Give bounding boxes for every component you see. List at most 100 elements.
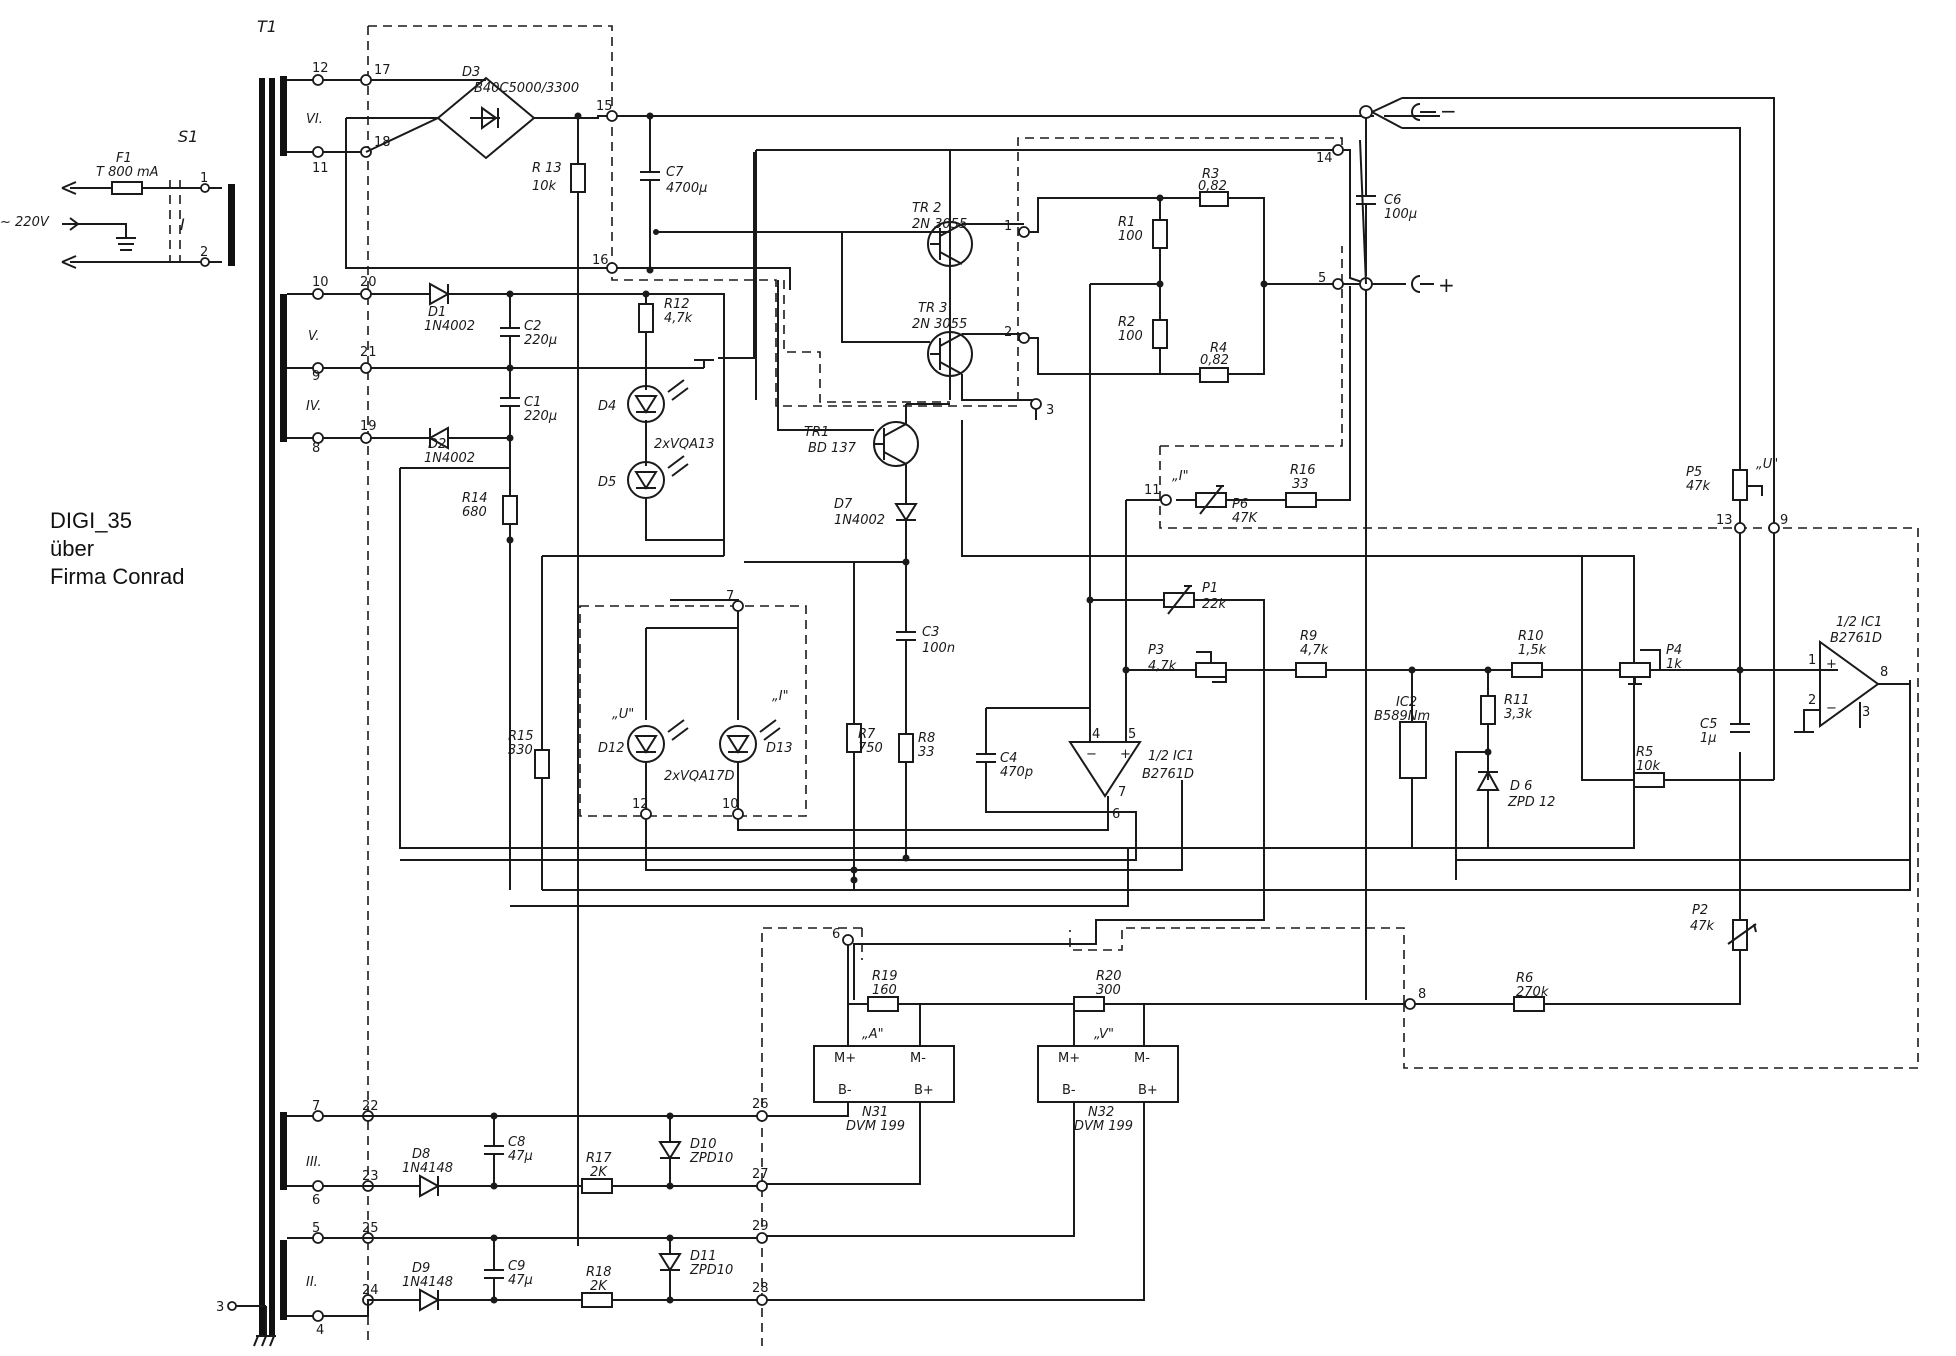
components-R15-name-label: R15 xyxy=(508,729,534,744)
components-R14-value-label: 680 xyxy=(462,505,487,520)
components-D8-name-label: D8 xyxy=(412,1147,430,1162)
components-D3-name-label: D3 xyxy=(462,65,480,80)
components-R7-value-label: 750 xyxy=(858,741,883,756)
components-TR1-value-label: BD 137 xyxy=(808,441,857,456)
components-R13-name-label: R 13 xyxy=(532,161,562,176)
tr3-transistor xyxy=(927,331,973,377)
meter-supplies: 7 6 5 4 22 23 25 24 D8 1N4148 D9 1N4148 … xyxy=(287,1097,769,1338)
components-C9-name-label: C9 xyxy=(508,1259,525,1274)
earth-symbol xyxy=(86,223,136,251)
components-P6-name-label: P6 xyxy=(1232,497,1248,512)
marks-u-label: „U" xyxy=(1756,457,1778,472)
components-D7-value-label: 1N4002 xyxy=(834,513,885,528)
components-D5-name-label: D5 xyxy=(598,475,616,490)
components-IC2-name-label: IC2 xyxy=(1396,695,1417,710)
components-N31-value-label: DVM 199 xyxy=(846,1119,905,1134)
components-R3-value-label: 0,82 xyxy=(1198,179,1227,194)
marks-u-label: „U" xyxy=(612,707,634,722)
fuse-name: F1 xyxy=(116,151,132,166)
note-line-1: DIGI_35 xyxy=(50,508,132,533)
components-D9-value-label: 1N4148 xyxy=(402,1275,453,1290)
components-P5-value-label: 47k xyxy=(1686,479,1711,494)
marks-i-label: „I" xyxy=(772,689,789,704)
opamp-minus-label: − xyxy=(1086,747,1097,762)
components-C5-value-label: 1µ xyxy=(1700,731,1717,746)
components-R12-name-label: R12 xyxy=(664,297,690,312)
components-N32-value-label: DVM 199 xyxy=(1074,1119,1133,1134)
winding-iv: IV. xyxy=(306,399,321,414)
terminals-13-label: 14 xyxy=(1316,151,1333,166)
components-R14-name-label: R14 xyxy=(462,491,488,506)
components-R6-name-label: R6 xyxy=(1516,971,1533,986)
components-C8-name-label: C8 xyxy=(508,1135,525,1150)
meter_labels-mplus-label: M+ xyxy=(834,1051,856,1066)
components-D2-name-label: D2 xyxy=(428,437,446,452)
meter_labels-v-label: „V" xyxy=(1094,1027,1114,1042)
marks-i-label: „I" xyxy=(1172,469,1189,484)
components-C7-value-label: 4700µ xyxy=(666,181,707,196)
terminals-24-label: 25 xyxy=(362,1221,379,1236)
terminals-3-label: 4 xyxy=(316,1323,324,1338)
components-P4-name-label: P4 xyxy=(1666,643,1682,658)
components-TR3-name-label: TR 3 xyxy=(918,301,947,316)
components-P1-value-label: 22k xyxy=(1202,597,1227,612)
components-C1-name-label: C1 xyxy=(524,395,541,410)
terminals-5-label: 6 xyxy=(832,927,840,942)
components-R18-value-label: 2K xyxy=(590,1279,608,1294)
components-P4-value-label: 1k xyxy=(1666,657,1682,672)
components-D11-name-label: D11 xyxy=(690,1249,717,1264)
meter_labels-bplus-label: B+ xyxy=(1138,1083,1158,1098)
components-IC2-value-label: B589Nm xyxy=(1374,709,1430,724)
winding-vi: VI. xyxy=(306,112,323,127)
terminals-0-label: 1 xyxy=(1808,653,1816,668)
components-TR2-value-label: 2N 3055 xyxy=(912,217,967,232)
terminals-4-label: 5 xyxy=(1318,271,1326,286)
components-R17-value-label: 2K xyxy=(590,1165,608,1180)
components-IC1a-name-label: 1/2 IC1 xyxy=(1148,749,1194,764)
components-D6-name-label: D 6 xyxy=(1510,779,1532,794)
terminals-12-label: 13 xyxy=(1716,513,1733,528)
components-D7-name-label: D7 xyxy=(834,497,853,512)
components-R9-value-label: 4,7k xyxy=(1300,643,1329,658)
components-D1213-value-label: 2xVQA17D xyxy=(664,769,735,784)
output-plus: + xyxy=(1438,273,1455,297)
components-R10-value-label: 1,5k xyxy=(1518,643,1547,658)
terminals-19-label: 20 xyxy=(360,275,377,290)
power-stage: TR 2 2N 3055 TR 3 2N 3055 1 2 3 R1 100 R… xyxy=(653,118,1635,1000)
terminals-2-label: 3 xyxy=(1862,705,1870,720)
components-N31-name-label: N31 xyxy=(862,1105,888,1120)
meter-n32 xyxy=(1037,1045,1179,1103)
components-R8-name-label: R8 xyxy=(918,731,935,746)
note-text: DIGI_35 über Firma Conrad xyxy=(50,508,184,589)
components-D1-name-label: D1 xyxy=(428,305,446,320)
components-R18-name-label: R18 xyxy=(586,1265,612,1280)
components-R4-name-label: R4 xyxy=(1210,341,1227,356)
terminals-5-label: 6 xyxy=(1112,807,1120,822)
components-D2-value-label: 1N4002 xyxy=(424,451,475,466)
mains-voltage-label: ~ 220V xyxy=(0,215,50,230)
components-C2-value-label: 220µ xyxy=(524,333,557,348)
components-D10-name-label: D10 xyxy=(690,1137,717,1152)
components-R15-value-label: 330 xyxy=(508,743,533,758)
opamp-2-symbol xyxy=(1819,640,1880,728)
components-R16-value-label: 33 xyxy=(1292,477,1309,492)
components-D1-value-label: 1N4002 xyxy=(424,319,475,334)
terminals-8-label: 9 xyxy=(312,369,320,384)
indicator-leds: 7 „U" „I" D12 D13 2xVQA17D 12 10 xyxy=(598,589,1183,874)
meter-section: 6 R19 160 R20 300 8 R6 270k „A" M+ M- B-… xyxy=(766,927,1549,1301)
components-C8-value-label: 47µ xyxy=(508,1149,533,1164)
components-C3-name-label: C3 xyxy=(922,625,939,640)
components-TR3-value-label: 2N 3055 xyxy=(912,317,967,332)
components-D4-name-label: D4 xyxy=(598,399,616,414)
components-R1-name-label: R1 xyxy=(1118,215,1135,230)
terminals-9-label: 10 xyxy=(312,275,329,290)
terminals-7-label: 8 xyxy=(1418,987,1426,1002)
components-R11-name-label: R11 xyxy=(1504,693,1530,708)
terminals-25-label: 26 xyxy=(752,1097,769,1112)
opamp-minus-label: − xyxy=(1826,701,1837,716)
terminals-5-label: 6 xyxy=(312,1193,320,1208)
components-C4-value-label: 470p xyxy=(1000,765,1033,780)
opamp-1-symbol xyxy=(1068,741,1142,798)
tr2-transistor xyxy=(927,221,973,267)
meter-n31 xyxy=(813,1045,955,1103)
